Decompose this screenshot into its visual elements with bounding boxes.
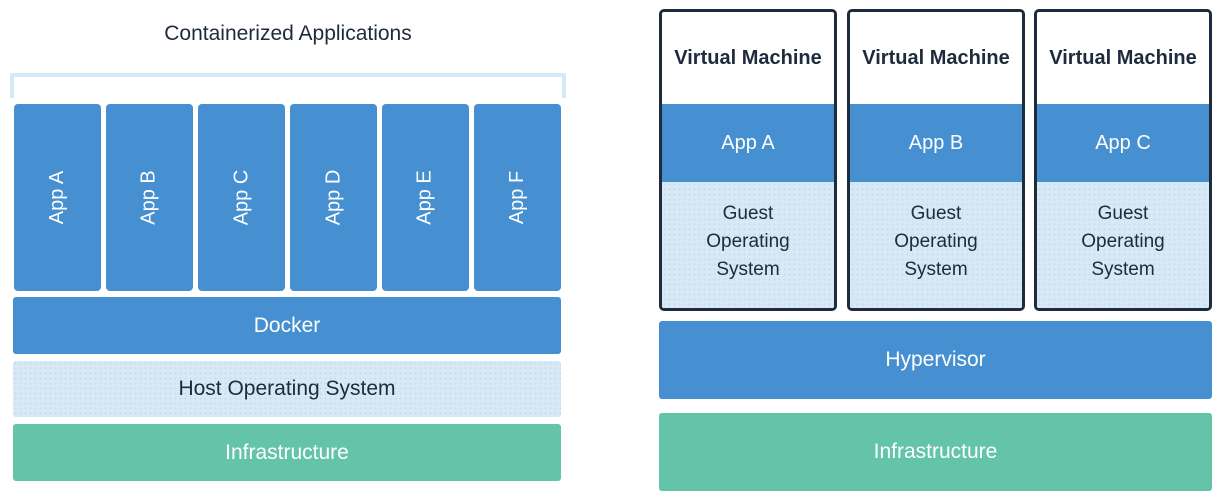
host-os-layer: Host Operating System <box>13 361 561 417</box>
vm-app: App C <box>1037 104 1209 182</box>
vm-app: App A <box>662 104 834 182</box>
vm-title: Virtual Machine <box>674 46 822 69</box>
hypervisor-layer: Hypervisor <box>659 321 1212 399</box>
guest-os-line: Guest <box>1097 203 1149 224</box>
vm-app: App B <box>850 104 1022 182</box>
docker-layer: Docker <box>13 297 561 354</box>
guest-os: Guest Operating System <box>850 182 1022 308</box>
apps-bracket <box>10 73 566 98</box>
container-app-label: App E <box>413 170 436 225</box>
guest-os-line: Operating <box>706 231 790 252</box>
vm-title: Virtual Machine <box>1049 46 1197 69</box>
container-app-c: App C <box>198 104 285 291</box>
vm-infrastructure-layer: Infrastructure <box>659 413 1212 491</box>
container-app-label: App A <box>45 170 68 225</box>
guest-os-line: Guest <box>910 203 962 224</box>
containers-title: Containerized Applications <box>164 22 412 45</box>
guest-os-line: System <box>1091 259 1155 280</box>
virtual-machine-2: Virtual Machine App B Guest Operating Sy… <box>847 9 1025 311</box>
container-app-d: App D <box>290 104 377 291</box>
virtual-machine-1: Virtual Machine App A Guest Operating Sy… <box>659 9 837 311</box>
container-app-label: App B <box>137 170 160 225</box>
container-app-label: App D <box>322 169 344 226</box>
virtual-machine-3: Virtual Machine App C Guest Operating Sy… <box>1034 9 1212 311</box>
container-app-a: App A <box>14 104 101 291</box>
container-app-b: App B <box>106 104 193 291</box>
container-app-f: App F <box>474 104 561 291</box>
guest-os-line: Operating <box>1081 231 1165 252</box>
container-app-label: App C <box>230 169 252 226</box>
container-app-e: App E <box>382 104 469 291</box>
guest-os-line: Operating <box>894 231 978 252</box>
guest-os-line: System <box>904 259 968 280</box>
guest-os: Guest Operating System <box>1037 182 1209 308</box>
guest-os-line: System <box>716 259 780 280</box>
guest-os: Guest Operating System <box>662 182 834 308</box>
container-app-label: App F <box>505 170 528 225</box>
container-infrastructure-layer: Infrastructure <box>13 424 561 481</box>
vm-title: Virtual Machine <box>862 46 1010 69</box>
guest-os-line: Guest <box>722 203 774 224</box>
